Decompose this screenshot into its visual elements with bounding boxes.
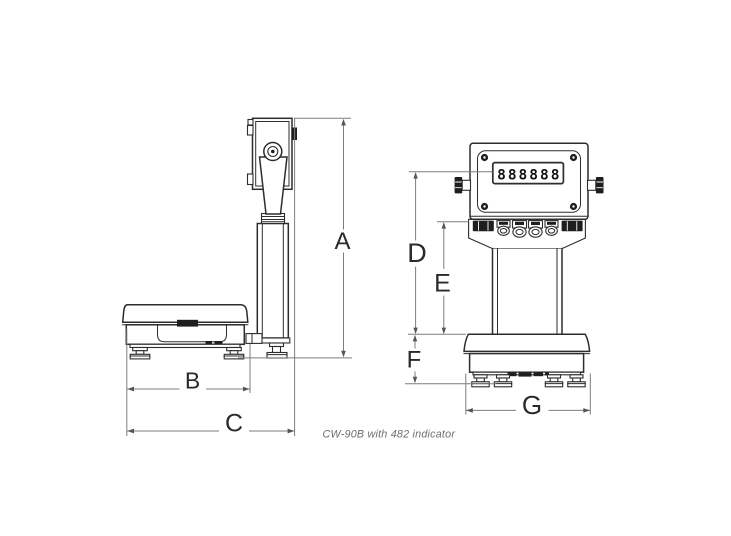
dimensions-left: A B C: [126, 117, 352, 437]
base-foot-4: [567, 374, 586, 388]
dimension-label-c: C: [225, 409, 243, 437]
adjustment-knob: [263, 141, 283, 162]
dimension-label-g: G: [522, 390, 542, 420]
cable-gland-3: [527, 220, 544, 238]
dimension-e: E: [434, 222, 451, 335]
indicator-front-box: 888888: [454, 142, 604, 221]
cable-glands: [472, 220, 583, 238]
dimension-d: D: [407, 172, 427, 335]
indicator-display: 888888: [491, 161, 565, 185]
dimensions-right: D E F G: [405, 171, 591, 420]
platform-column-bracket: [245, 333, 263, 344]
dimension-label-f: F: [407, 347, 422, 374]
dimension-a: A: [334, 118, 351, 358]
cable-gland-1: [496, 220, 511, 236]
dimension-label-a: A: [334, 228, 350, 255]
corner-screw-top-right: [569, 153, 578, 162]
hinge-tab-top: [246, 124, 254, 136]
front-view: 888888: [454, 142, 604, 388]
mounting-bracket: [258, 156, 288, 215]
base-front: [463, 333, 591, 388]
diagram-caption: CW-90B with 482 indicator: [323, 429, 456, 441]
side-knob-left: [454, 177, 472, 194]
cable-gland-2: [511, 220, 528, 238]
brand-logo-plate: [177, 319, 198, 327]
dimension-f: F: [407, 334, 422, 384]
corner-screw-bottom-right: [569, 202, 578, 211]
base-foot-3: [544, 374, 564, 388]
cable-gland-4: [544, 220, 559, 236]
indicator-display-digits: 888888: [497, 168, 561, 184]
hinge-tab-bottom: [246, 173, 254, 186]
dimension-label-e: E: [434, 270, 451, 298]
base-foot-1: [471, 374, 490, 388]
platform-foot-left: [129, 346, 151, 360]
corner-screw-top-left: [480, 153, 489, 162]
dimension-label-b: B: [185, 368, 200, 394]
column-front: [491, 247, 563, 336]
base-foot-2: [493, 374, 513, 388]
dimension-label-d: D: [407, 238, 427, 268]
side-knob-right: [586, 177, 604, 194]
indicator-side-box: [246, 117, 297, 215]
dimension-g: G: [465, 390, 591, 420]
column-foot: [266, 342, 288, 359]
column-side: [255, 212, 291, 359]
dimension-c: C: [127, 409, 295, 437]
dimension-b: B: [127, 368, 250, 394]
left-side-view: [121, 117, 297, 360]
platform-foot-right: [223, 346, 245, 360]
corner-screw-bottom-left: [480, 202, 489, 211]
platform-side: [121, 303, 263, 360]
